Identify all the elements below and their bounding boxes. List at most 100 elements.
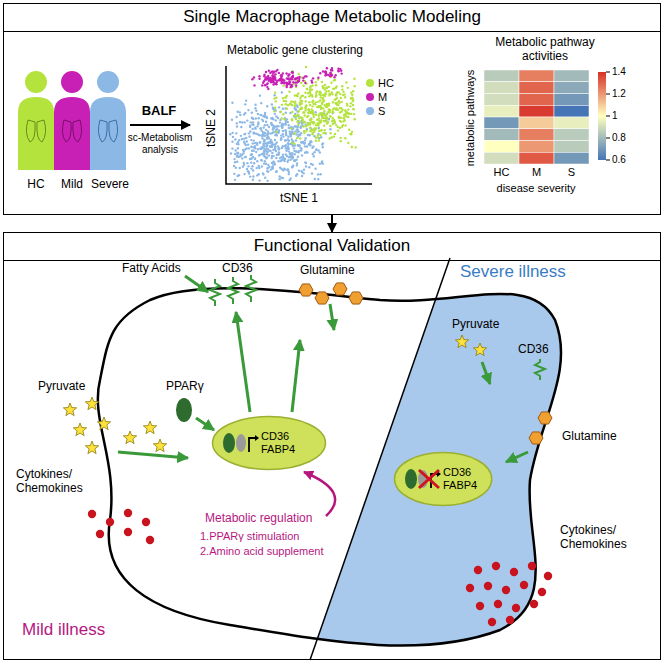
tsne-points xyxy=(304,114,306,116)
tsne-points xyxy=(268,126,270,128)
tsne-points xyxy=(343,117,345,119)
tsne-points xyxy=(257,123,259,125)
flux-arrow xyxy=(196,418,214,430)
tsne-points xyxy=(295,159,297,161)
tsne-points xyxy=(318,127,320,129)
chart-title: Metabolic pathway activities xyxy=(485,36,605,64)
heatmap xyxy=(519,70,554,82)
tsne-points xyxy=(329,75,331,77)
tsne-points xyxy=(313,127,315,129)
tsne-points xyxy=(252,156,254,158)
tsne-points xyxy=(301,175,303,177)
tsne-points xyxy=(268,149,270,151)
tsne-points xyxy=(305,105,307,107)
tsne-points xyxy=(288,150,290,152)
plot-axes xyxy=(226,66,372,184)
tsne-points xyxy=(311,105,313,107)
tsne-points xyxy=(271,146,273,148)
tsne-points xyxy=(351,146,353,148)
person-figure xyxy=(61,71,83,93)
tsne-points xyxy=(281,123,283,125)
molecule xyxy=(146,536,154,544)
heatmap xyxy=(484,152,519,164)
tsne-points xyxy=(288,127,290,129)
tsne-points xyxy=(253,162,255,164)
person-figure xyxy=(90,97,126,170)
tsne-points xyxy=(317,123,319,125)
tsne-points xyxy=(329,125,331,127)
molecule-label: Fatty Acids xyxy=(122,262,181,276)
tsne-points xyxy=(282,72,284,74)
tsne-points xyxy=(259,94,261,96)
tsne-points xyxy=(268,80,270,82)
tsne-points xyxy=(257,113,259,115)
molecule xyxy=(63,283,552,626)
legend-row: HC xyxy=(366,76,394,90)
tsne-points xyxy=(337,129,339,131)
tsne-points xyxy=(337,109,339,111)
tsne-points xyxy=(309,118,311,120)
flux-arrow xyxy=(482,362,490,384)
tsne-points xyxy=(332,111,334,113)
tsne-points xyxy=(307,124,309,126)
tsne-points xyxy=(273,76,275,78)
tsne-points xyxy=(262,126,264,128)
tsne-points xyxy=(314,111,316,113)
tsne-points xyxy=(306,145,308,147)
panel-title: Functional Validation xyxy=(4,233,660,261)
tsne-points xyxy=(279,78,281,80)
tsne-points xyxy=(266,117,268,119)
person-figure xyxy=(97,71,119,93)
tsne-points xyxy=(263,155,265,157)
tsne-points xyxy=(289,81,291,83)
molecule xyxy=(153,439,166,452)
tsne-points xyxy=(315,149,317,151)
tsne-points xyxy=(330,136,332,138)
nucleus-shape xyxy=(213,417,326,470)
tsne-points xyxy=(275,157,277,159)
tsne-points xyxy=(340,72,342,74)
tsne-points xyxy=(250,139,252,141)
tsne-points xyxy=(249,130,251,132)
tsne-points xyxy=(248,135,250,137)
tsne-points xyxy=(298,144,300,146)
tsne-points xyxy=(264,124,266,126)
tsne-points xyxy=(324,120,326,122)
tsne-points xyxy=(289,103,291,105)
molecule xyxy=(142,518,150,526)
tsne-points xyxy=(245,144,247,146)
molecule xyxy=(124,528,132,536)
tsne-points xyxy=(255,110,257,112)
tsne-points xyxy=(285,103,287,105)
tsne-points xyxy=(318,130,320,132)
tsne-points xyxy=(329,73,331,75)
tsne-points xyxy=(304,161,306,163)
tsne-points xyxy=(275,125,277,127)
tsne-points xyxy=(256,125,258,127)
tsne-points xyxy=(353,85,355,87)
tsne-points xyxy=(341,101,343,103)
tsne-points xyxy=(319,173,321,175)
legend-row: M xyxy=(366,90,394,104)
tsne-points xyxy=(315,114,317,116)
tsne-points xyxy=(267,88,269,90)
tsne-points xyxy=(323,120,325,122)
tsne-points xyxy=(282,135,284,137)
tsne-points xyxy=(350,102,352,104)
tsne-points xyxy=(282,177,284,179)
tsne-points xyxy=(272,160,274,162)
molecule xyxy=(506,616,514,624)
tsne-points xyxy=(258,75,260,77)
tsne-points xyxy=(353,77,355,79)
condition-label: Severe illness xyxy=(460,262,566,282)
tsne-points xyxy=(288,80,290,82)
tsne-points xyxy=(332,88,334,90)
tsne-points xyxy=(308,166,310,168)
legend-swatch xyxy=(366,93,374,101)
tsne-points xyxy=(267,75,269,77)
colorbar-tick: 1 xyxy=(612,110,618,122)
tsne-points xyxy=(293,143,295,145)
tsne-points xyxy=(303,111,305,113)
tsne-points xyxy=(320,96,322,98)
tsne-points xyxy=(322,70,324,72)
